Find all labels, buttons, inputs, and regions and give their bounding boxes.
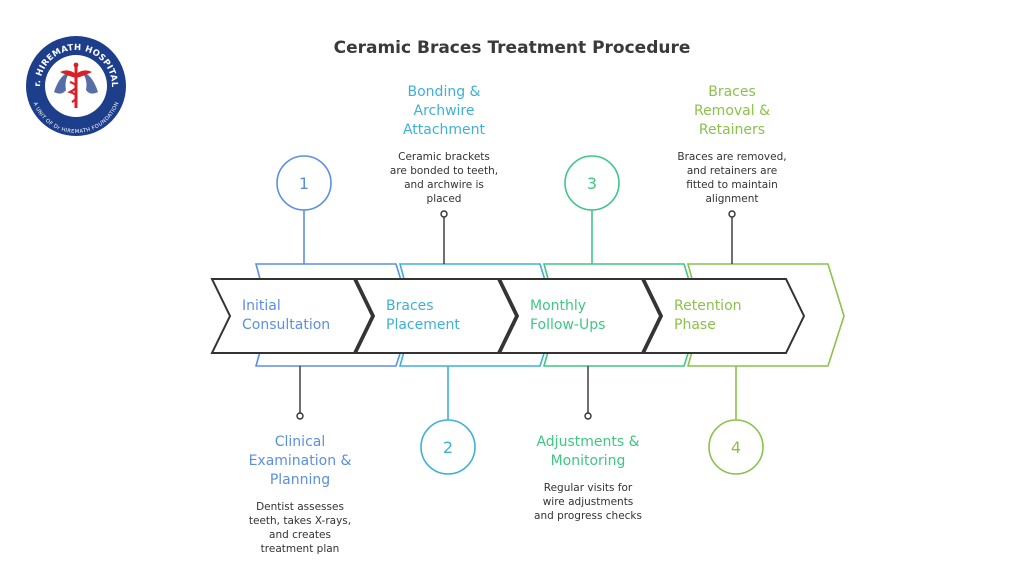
step-4-heading-line: Braces xyxy=(708,84,756,100)
step-4-chevron xyxy=(642,278,806,354)
step-4-description: Braces are removed, and retainers are fitt… xyxy=(652,150,812,206)
step-1-heading-line: Clinical xyxy=(274,434,326,450)
step-1-description-line: Dentist assesses xyxy=(256,501,344,513)
step-2-heading-line: Bonding & xyxy=(407,84,481,100)
step-2-label-line: Placement xyxy=(386,317,460,333)
step-2-heading-line: Attachment xyxy=(402,122,486,138)
step-3-description-line: and progress checks xyxy=(534,510,642,522)
step-2-description-line: are bonded to teeth, xyxy=(389,165,499,177)
step-3-heading-line: Adjustments & xyxy=(536,434,640,450)
step-4-detail-dot xyxy=(728,210,736,218)
step-3-number-circle xyxy=(564,155,620,211)
step-1-description-line: and creates xyxy=(269,529,331,541)
step-4-number-circle xyxy=(708,419,764,475)
step-2-description-line: Ceramic brackets xyxy=(398,151,490,163)
step-3-description-line: wire adjustments xyxy=(542,496,634,508)
step-3-label-line: Monthly xyxy=(530,298,587,314)
step-1-description-line: treatment plan xyxy=(260,543,340,555)
step-1-description: Dentist assesses teeth, takes X-rays, and … xyxy=(220,500,380,556)
hospital-logo: Dr. HIREMATH HOSPITALS A UNIT OF Dr HIRE… xyxy=(24,34,126,136)
step-2-number-circle xyxy=(420,419,476,475)
step-1-label-line: Consultation xyxy=(242,317,331,333)
step-1-number: 1 xyxy=(299,174,309,193)
step-2-description-line: and archwire is xyxy=(404,179,484,191)
step-2-heading-line: Archwire xyxy=(413,103,475,119)
step-4-description-line: Braces are removed, xyxy=(677,151,787,163)
step-4-description-line: alignment xyxy=(705,193,759,205)
step-4-description-line: fitted to maintain xyxy=(686,179,778,191)
step-3-detail-dot xyxy=(584,412,592,420)
caduceus-icon xyxy=(54,62,98,108)
step-3-heading: Adjustments & Monitoring xyxy=(508,433,668,471)
step-1-description-line: teeth, takes X-rays, xyxy=(248,515,352,527)
step-3-description-line: Regular visits for xyxy=(543,482,633,494)
step-4-heading-line: Retainers xyxy=(698,122,766,138)
step-3-heading-line: Monitoring xyxy=(550,453,626,469)
step-1-heading-line: Examination & xyxy=(248,453,352,469)
step-4-heading-line: Removal & xyxy=(693,103,771,119)
step-1-heading-line: Planning xyxy=(269,472,331,488)
step-3-description: Regular visits for wire adjustments and pr… xyxy=(508,481,668,523)
step-2-label-line: Braces xyxy=(386,298,434,314)
step-2-detail-dot xyxy=(440,210,448,218)
step-3-chevron xyxy=(498,278,662,354)
step-2-number: 2 xyxy=(443,438,453,457)
step-2-chevron xyxy=(354,278,518,354)
step-4-number: 4 xyxy=(731,438,741,457)
step-4-label-line: Phase xyxy=(674,317,716,333)
page-title: Ceramic Braces Treatment Procedure xyxy=(333,38,691,58)
step-3-number: 3 xyxy=(587,174,597,193)
step-2-description-line: placed xyxy=(426,193,462,205)
step-1-chevron xyxy=(210,278,374,354)
step-1-number-circle xyxy=(276,155,332,211)
step-4-label-line: Retention xyxy=(674,298,742,314)
step-3-label-line: Follow-Ups xyxy=(530,317,606,333)
step-1-detail-dot xyxy=(296,412,304,420)
step-1-label-line: Initial xyxy=(242,298,281,314)
step-2-description: Ceramic brackets are bonded to teeth, and … xyxy=(364,150,524,206)
step-4-description-line: and retainers are xyxy=(686,165,778,177)
